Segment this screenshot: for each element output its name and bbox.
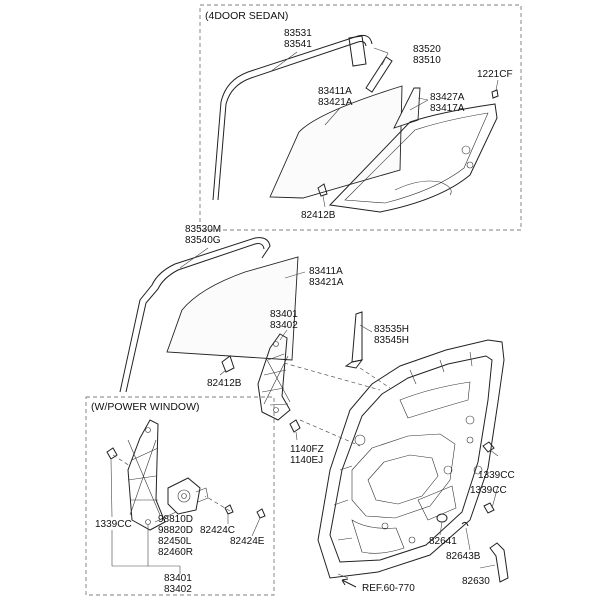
ref-arrow bbox=[341, 578, 357, 588]
sedan-clip bbox=[317, 183, 328, 197]
main-rear-channel bbox=[351, 311, 363, 363]
main-spring-82643b bbox=[461, 521, 469, 527]
sedan-channel-piece bbox=[348, 35, 367, 67]
main-glass-clip bbox=[221, 355, 235, 373]
power-bolt-1339cc bbox=[106, 447, 118, 460]
label-83541: 83541 bbox=[284, 39, 312, 50]
label-83402-main: 83402 bbox=[270, 320, 298, 331]
label-83417a: 83417A bbox=[430, 103, 465, 114]
label-82450l: 82450L bbox=[158, 536, 192, 547]
sedan-door bbox=[328, 103, 498, 213]
label-1140fz: 1140FZ bbox=[290, 444, 324, 455]
main-grommet-82641 bbox=[436, 513, 448, 523]
label-82424c: 82424C bbox=[200, 525, 235, 536]
label-83427a: 83427A bbox=[430, 92, 465, 103]
main-bolt-1339cc-a bbox=[482, 441, 495, 453]
main-glass bbox=[166, 256, 299, 361]
label-82643b: 82643B bbox=[446, 551, 481, 562]
main-bolt-1339cc-b bbox=[483, 502, 495, 514]
power-bolt-82424e bbox=[256, 508, 266, 519]
main-door-panel bbox=[317, 339, 505, 579]
power-regulator bbox=[127, 419, 166, 531]
label-82630: 82630 bbox=[462, 576, 490, 587]
label-83510: 83510 bbox=[413, 55, 441, 66]
label-83520: 83520 bbox=[413, 44, 441, 55]
sedan-glass-run bbox=[212, 34, 373, 201]
label-83401-power: 83401 bbox=[164, 573, 192, 584]
label-83545h: 83545H bbox=[374, 335, 409, 346]
label-82412b-sedan: 82412B bbox=[301, 210, 336, 221]
label-82412b-main: 82412B bbox=[207, 378, 242, 389]
label-83421a-main: 83421A bbox=[309, 277, 344, 288]
label-83401-main: 83401 bbox=[270, 309, 298, 320]
label-83535h: 83535H bbox=[374, 324, 409, 335]
label-83540g: 83540G bbox=[185, 235, 221, 246]
main-regulator bbox=[257, 333, 291, 421]
label-1339cc-a: 1339CC bbox=[478, 470, 515, 481]
label-83531: 83531 bbox=[284, 28, 312, 39]
sedan-box-title: (4DOOR SEDAN) bbox=[205, 10, 288, 22]
label-82641: 82641 bbox=[429, 536, 457, 547]
main-handle-82630 bbox=[489, 542, 509, 583]
label-83411a-sedan: 83411A bbox=[318, 86, 352, 97]
label-1140ej: 1140EJ bbox=[290, 455, 323, 466]
power-window-box bbox=[85, 396, 275, 596]
label-83411a-main: 83411A bbox=[309, 266, 343, 277]
label-83530m: 83530M bbox=[185, 224, 221, 235]
label-1339cc-power: 1339CC bbox=[95, 519, 132, 530]
power-motor bbox=[167, 477, 201, 515]
power-bolt-82424c bbox=[224, 504, 234, 515]
sedan-small-strip bbox=[365, 56, 393, 93]
label-82460r: 82460R bbox=[158, 547, 193, 558]
label-98810d: 98810D bbox=[158, 514, 193, 525]
label-ref-60-770: REF.60-770 bbox=[362, 583, 415, 594]
label-1221cf: 1221CF bbox=[477, 69, 513, 80]
sedan-bolt-1221cf bbox=[491, 89, 499, 99]
label-83421a-sedan: 83421A bbox=[318, 97, 353, 108]
label-82424e: 82424E bbox=[230, 536, 265, 547]
main-glass-run bbox=[119, 237, 271, 393]
label-83402-power: 83402 bbox=[164, 584, 192, 595]
sedan-glass bbox=[269, 85, 403, 199]
label-98820d: 98820D bbox=[158, 525, 193, 536]
power-window-box-title: (W/POWER WINDOW) bbox=[91, 401, 199, 413]
label-1339cc-b: 1339CC bbox=[470, 485, 507, 496]
main-bolt-1140fz bbox=[289, 419, 301, 433]
